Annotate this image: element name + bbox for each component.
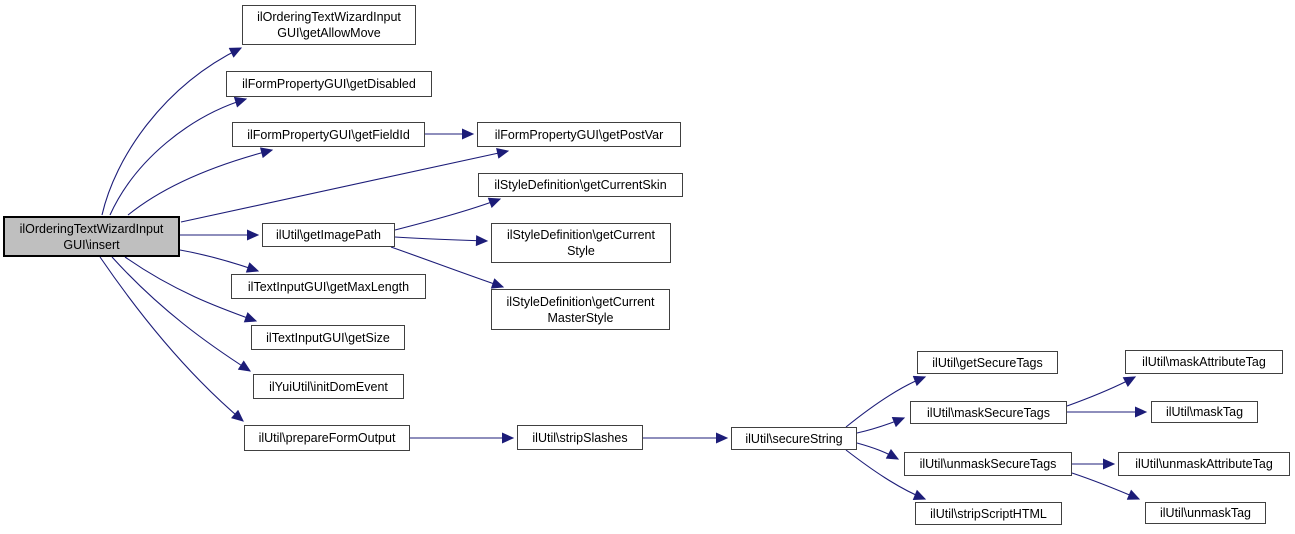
graph-node-label: ilUtil\maskTag: [1165, 405, 1244, 419]
call-edge-maskSecureTags-to-maskAttributeTag: [1066, 376, 1137, 407]
call-edge-insert-to-prepareFormOutput: [99, 256, 244, 422]
call-edge-secureString-to-unmaskSecureTags: [856, 442, 900, 460]
graph-node-label: ilOrderingTextWizardInput: [257, 10, 401, 24]
graph-node-label: MasterStyle: [547, 310, 614, 325]
graph-node-getFieldId[interactable]: ilFormPropertyGUI\getFieldId: [232, 122, 425, 147]
graph-node-label: ilUtil\maskSecureTags: [927, 405, 1050, 420]
call-edge-insert-to-getAllowMove: [101, 47, 243, 216]
graph-node-maskAttributeTag[interactable]: ilUtil\maskAttributeTag: [1125, 350, 1283, 374]
graph-node-label: ilUtil\unmaskTag: [1159, 506, 1251, 520]
graph-node-label: Style: [567, 244, 595, 258]
call-edge-insert-to-getFieldId: [127, 147, 274, 216]
graph-node-label: ilStyleDefinition\getCurrent: [507, 228, 655, 242]
graph-node-prepareFormOutput[interactable]: ilUtil\prepareFormOutput: [244, 425, 410, 451]
graph-node-label: ilUtil\stripSlashes: [532, 430, 628, 445]
graph-node-label: ilUtil\maskAttributeTag: [1142, 355, 1266, 369]
graph-node-label: ilUtil\secureString: [745, 431, 843, 446]
graph-node-label: ilUtil\unmaskAttributeTag: [1135, 457, 1273, 471]
graph-node-unmaskSecureTags[interactable]: ilUtil\unmaskSecureTags: [904, 452, 1072, 476]
graph-node-getDisabled[interactable]: ilFormPropertyGUI\getDisabled: [226, 71, 432, 97]
graph-node-label: ilUtil\unmaskSecureTags: [919, 457, 1057, 471]
graph-node-initDomEvent[interactable]: ilYuiUtil\initDomEvent: [253, 374, 404, 399]
graph-node-label: GUI\getAllowMove: [277, 26, 381, 40]
call-edge-getImagePath-to-getCurrentStyle: [394, 235, 489, 247]
graph-node-label: ilFormPropertyGUI\getDisabled: [242, 77, 416, 91]
call-edge-secureString-to-maskSecureTags: [856, 416, 906, 434]
graph-node-label: ilUtil\prepareFormOutput: [258, 431, 396, 445]
graph-node-maskSecureTags[interactable]: ilUtil\maskSecureTags: [910, 401, 1067, 424]
graph-node-getImagePath[interactable]: ilUtil\getImagePath: [262, 223, 395, 247]
graph-node-label: ilTextInputGUI\getMaxLength: [247, 279, 410, 294]
graph-node-label: ilUtil\stripScriptHTML: [930, 506, 1047, 521]
graph-node-unmaskAttributeTag[interactable]: ilUtil\unmaskAttributeTag: [1118, 452, 1290, 476]
graph-node-stripSlashes[interactable]: ilUtil\stripSlashes: [517, 425, 643, 450]
graph-node-label: GUI\insert: [63, 237, 120, 252]
graph-node-label: ilStyleDefinition\getCurrent: [506, 294, 655, 309]
graph-node-secureString[interactable]: ilUtil\secureString: [731, 427, 857, 450]
graph-node-maskTag[interactable]: ilUtil\maskTag: [1151, 401, 1258, 423]
graph-node-label: ilFormPropertyGUI\getPostVar: [494, 127, 664, 142]
graph-node-label: ilUtil\getSecureTags: [932, 355, 1043, 370]
call-edge-insert-to-getDisabled: [109, 96, 248, 216]
graph-node-unmaskTag[interactable]: ilUtil\unmaskTag: [1145, 502, 1266, 524]
graph-node-label: ilYuiUtil\initDomEvent: [269, 379, 388, 394]
graph-node-getSize[interactable]: ilTextInputGUI\getSize: [251, 325, 405, 350]
graph-node-stripScriptHTML[interactable]: ilUtil\stripScriptHTML: [915, 502, 1062, 525]
call-edge-insert-to-initDomEvent: [111, 256, 252, 372]
call-edge-getImagePath-to-getCurrentSkin: [394, 197, 502, 231]
graph-node-label: ilStyleDefinition\getCurrentSkin: [494, 178, 667, 192]
graph-node-label: ilTextInputGUI\getSize: [266, 330, 390, 345]
call-edge-unmaskSecureTags-to-unmaskTag: [1071, 472, 1141, 500]
graph-node-getMaxLength[interactable]: ilTextInputGUI\getMaxLength: [231, 274, 426, 299]
graph-node-getPostVar[interactable]: ilFormPropertyGUI\getPostVar: [477, 122, 681, 147]
graph-node-label: ilOrderingTextWizardInput: [19, 221, 164, 236]
call-edge-insert-to-getMaxLength: [179, 249, 260, 273]
graph-node-getSecureTags[interactable]: ilUtil\getSecureTags: [917, 351, 1058, 374]
call-edge-insert-to-getPostVar: [180, 147, 510, 223]
graph-node-label: ilFormPropertyGUI\getFieldId: [247, 127, 410, 142]
graph-node-label: ilUtil\getImagePath: [276, 228, 381, 242]
graph-node-getCurrentSkin[interactable]: ilStyleDefinition\getCurrentSkin: [478, 173, 683, 197]
